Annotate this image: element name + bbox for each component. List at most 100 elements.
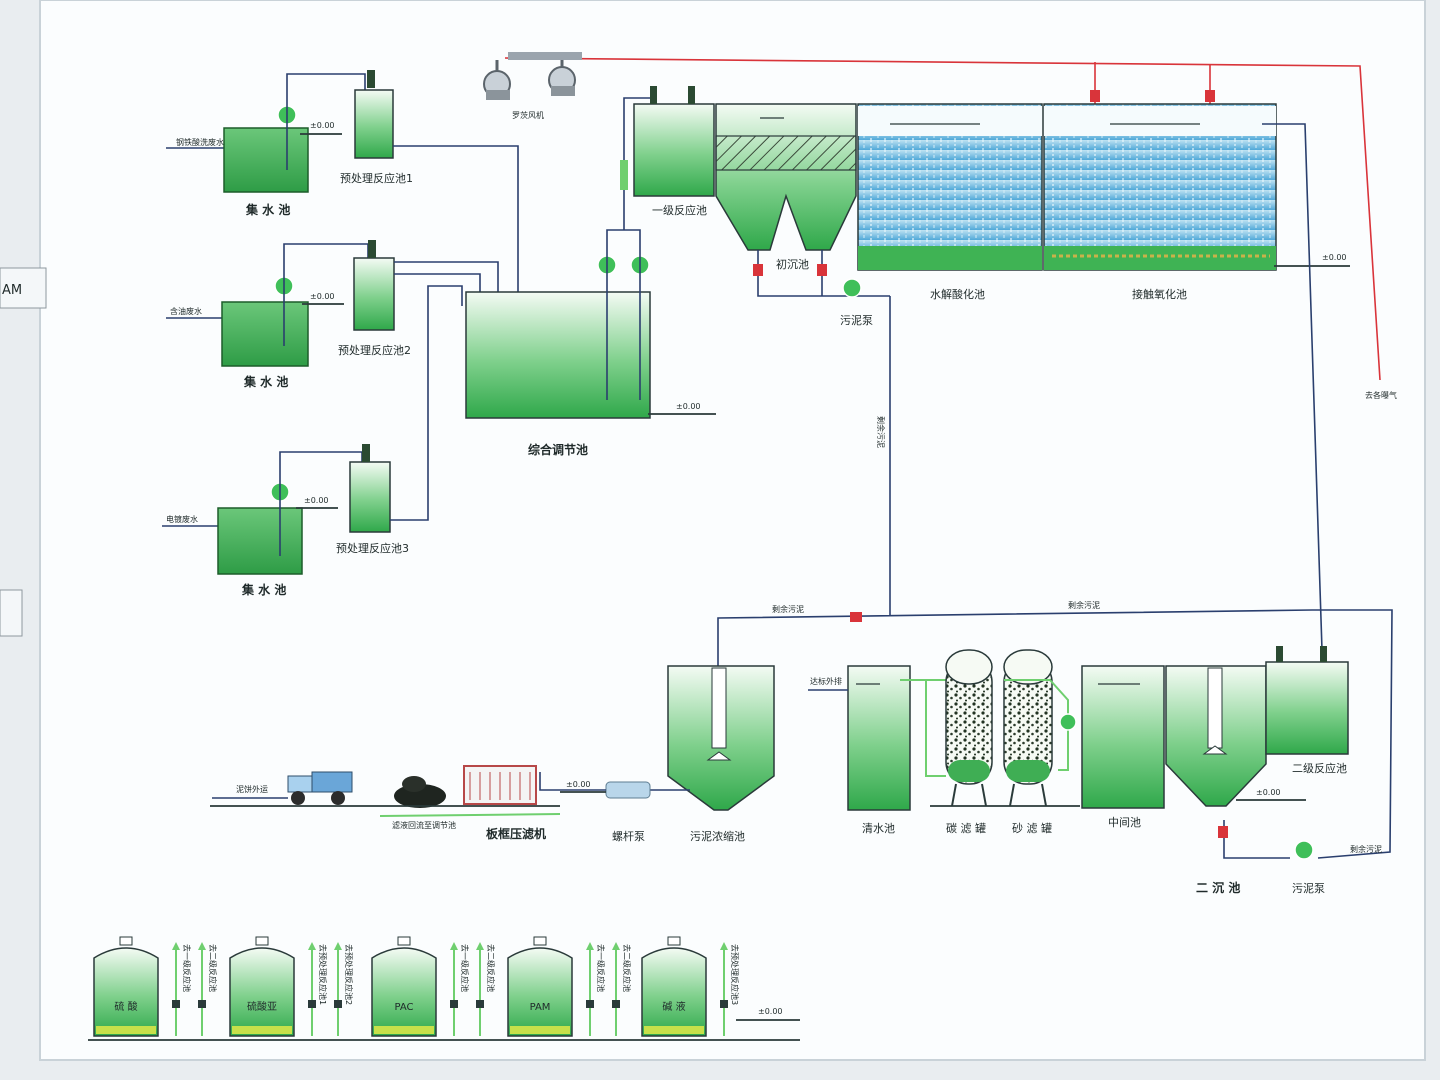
sludge-line: 污泥浓缩池 螺杆泵 ±0.00 板框压滤机 滤液回流至调节池 — [210, 665, 775, 843]
edge-tab — [0, 267, 47, 309]
pre-reactor-1-label: 预处理反应池1 — [340, 171, 413, 185]
roots-blower: 罗茨风机 — [483, 52, 582, 120]
dosing-line-label: 去二级反应池 — [208, 944, 218, 992]
middle-tank-label: 中间池 — [1108, 816, 1141, 829]
primary-settling-label: 初沉池 — [776, 257, 809, 271]
dosing-line-label: 去一级反应池 — [460, 944, 470, 992]
inflow-1: 钢铁酸洗废水 — [176, 137, 224, 147]
clear-water-tank — [847, 665, 911, 811]
pre-reactor-3-label: 预处理反应池3 — [336, 541, 409, 555]
equalization-label: 综合调节池 — [528, 442, 588, 457]
secondary-reactor-label: 二级反应池 — [1292, 761, 1347, 775]
inflow-2: 含油废水 — [170, 306, 202, 316]
filter-press-label: 板框压滤机 — [486, 826, 546, 841]
level-treatment: ±0.00 — [1256, 788, 1281, 797]
carbon-filter-label: 碳 滤 罐 — [946, 821, 986, 835]
pre-reactor-2 — [353, 257, 395, 331]
dosing-line-label: 去二级反应池 — [486, 944, 496, 992]
primary-sludge-pump-label: 污泥泵 — [840, 314, 873, 327]
mixer-3-icon — [362, 444, 370, 462]
dosing-line-label: 去一级反应池 — [182, 944, 192, 992]
mixer-s-icon — [1276, 646, 1283, 662]
hydrolysis-label: 水解酸化池 — [930, 287, 985, 301]
sludge-cake-icon — [394, 776, 446, 808]
filter-feed-pump-icon — [1059, 713, 1077, 731]
screw-pump-icon — [605, 781, 651, 799]
dosing-tank-label: PAM — [530, 1002, 551, 1013]
dosing-tank-label: 硫酸亚 — [247, 1000, 277, 1013]
level-sludge: ±0.00 — [566, 780, 591, 789]
dosing-tank-label: 硫 酸 — [114, 1000, 137, 1013]
clear-water-label: 清水池 — [862, 822, 895, 835]
middle-tank — [1081, 665, 1165, 809]
collection-tank-2 — [221, 301, 309, 367]
collection-group-3: 电镀废水 ±0.00 集 水 池 预处理反应池3 — [162, 285, 463, 597]
contact-oxidation-label: 接触氧化池 — [1132, 287, 1187, 301]
cake-outflow-label: 泥饼外运 — [236, 784, 268, 794]
collection-tank-3 — [217, 507, 303, 575]
treatment-line: 清水池 达标外排 碳 滤 罐 砂 滤 罐 中间池 二 沉 池 — [808, 646, 1349, 895]
pre-reactor-3 — [349, 461, 391, 533]
dosing-line-label: 去预处理反应池3 — [730, 944, 740, 1005]
remaining-sludge-2: 剩余污泥 — [1068, 600, 1100, 610]
mixer-2-icon — [368, 240, 376, 258]
truck-icon — [287, 771, 353, 805]
secondary-reactor — [1265, 661, 1349, 755]
primary-row: 一级反应池 初沉池 水解酸化池 接触氧化池 ±0.00 污泥泵 — [633, 86, 1350, 651]
remaining-sludge-1: 剩余污泥 — [772, 604, 804, 614]
mixer-p-icon — [688, 86, 695, 104]
level-c2: ±0.00 — [310, 292, 335, 301]
aeration-label: 去各曝气 — [1365, 390, 1397, 400]
dosing-tank-3: PAC去一级反应池去二级反应池 — [371, 936, 496, 1037]
equalization-tank — [465, 291, 651, 419]
edge-tab-2 — [0, 589, 23, 637]
inclined-plates — [715, 135, 857, 171]
primary-reactor-label: 一级反应池 — [652, 203, 707, 217]
edge-tab-label: AM — [2, 283, 22, 298]
inflow-3: 电镀废水 — [166, 514, 198, 524]
dosing-tank-1: 硫 酸 去一级反应池 去二级反应池 — [93, 936, 218, 1037]
secondary-sludge-pump-icon — [1294, 840, 1314, 860]
sand-filter — [1003, 649, 1053, 807]
filter-press-icon — [463, 765, 537, 805]
dosing-tank-5: 碱 液 去预处理反应池3 — [641, 936, 740, 1037]
blower-label: 罗茨风机 — [512, 110, 544, 120]
pre-reactor-1 — [354, 89, 394, 159]
collection-tank-3-label: 集 水 池 — [241, 582, 286, 597]
collection-group-2: 含油废水 ±0.00 集 水 池 预处理反应池2 — [166, 240, 499, 389]
aeration-line: 去各曝气 — [504, 57, 1397, 400]
pre-reactor-2-label: 预处理反应池2 — [338, 343, 411, 357]
screw-pump-label: 螺杆泵 — [612, 829, 645, 843]
sludge-pipes: 剩余污泥 剩余污泥 剩余污泥 剩余污泥 — [717, 296, 1393, 859]
remaining-sludge-3: 剩余污泥 — [1350, 844, 1382, 854]
dosing-line-label: 去一级反应池 — [596, 944, 606, 992]
level-c3: ±0.00 — [304, 496, 329, 505]
dosing-pipe-1-icon — [650, 86, 657, 104]
carbon-filter — [945, 649, 993, 807]
collection-tank-1 — [223, 127, 309, 193]
mixer-1-icon — [367, 70, 375, 88]
dosing-line-label: 去预处理反应池2 — [344, 944, 354, 1005]
equalization-tank-group: ±0.00 综合调节池 — [465, 97, 716, 457]
level-c1: ±0.00 — [310, 121, 335, 130]
level-dosing: ±0.00 — [758, 1007, 783, 1016]
secondary-settling-label: 二 沉 池 — [1196, 880, 1240, 895]
flowmeter-icon — [620, 160, 628, 190]
collection-tank-1-label: 集 水 池 — [245, 202, 290, 217]
level-eq: ±0.00 — [676, 402, 701, 411]
dosing-tank-label: 碱 液 — [662, 1000, 685, 1013]
collection-group-1: 钢铁酸洗废水 ±0.00 集 水 池 预处理反应池1 — [166, 70, 519, 306]
primary-reactor — [633, 103, 715, 197]
secondary-sludge-pump-label: 污泥泵 — [1292, 882, 1325, 895]
dosing-line-label: 去二级反应池 — [622, 944, 632, 992]
level-primary: ±0.00 — [1322, 253, 1347, 262]
discharge-label: 达标外排 — [810, 676, 842, 686]
remaining-sludge-v: 剩余污泥 — [876, 416, 886, 448]
filtrate-label: 滤液回流至调节池 — [392, 820, 456, 830]
dosing-pipe-2-icon — [1320, 646, 1327, 662]
